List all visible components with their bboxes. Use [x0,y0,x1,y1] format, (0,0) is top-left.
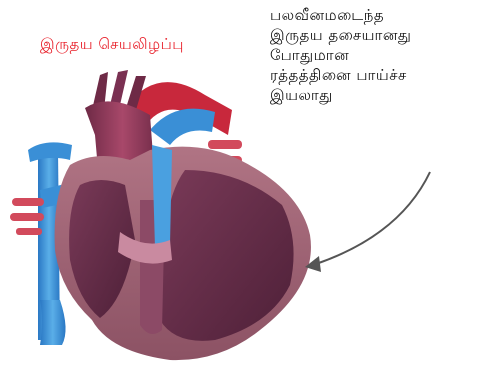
pulmonary-veins-left [10,198,44,235]
heart-illustration [10,70,311,360]
annotation-line-3: போதுமான [270,45,475,65]
pulmonary-channel [152,145,172,248]
diagram-title: இருதய செயலிழப்பு [40,35,184,53]
annotation-line-4: ரத்தத்தினை பாய்ச்ச [270,65,475,85]
annotation-arrow [305,172,430,272]
annotation-text: பலவீனமடைந்த இருதய தசையானது போதுமான ரத்தத… [270,5,475,105]
annotation-line-2: இருதய தசையானது [270,25,475,45]
annotation-line-1: பலவீனமடைந்த [270,5,475,25]
pulmonary-trunk-blue [150,109,215,145]
annotation-line-5: இயலாது [270,85,475,105]
